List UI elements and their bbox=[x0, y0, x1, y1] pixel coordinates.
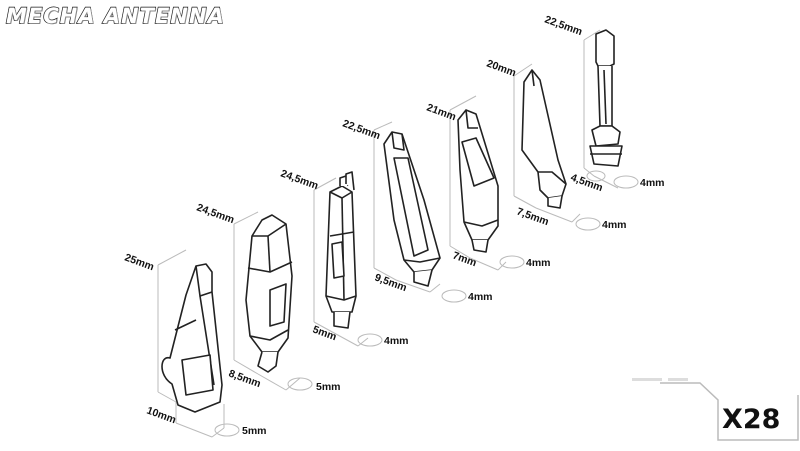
antenna-1-height-label: 25mm bbox=[123, 252, 156, 274]
antenna-1-dim-lines bbox=[157, 249, 240, 438]
antenna-2-width-label: 8,5mm bbox=[227, 368, 262, 391]
antenna-3-dim-lines bbox=[313, 177, 383, 347]
antenna-5-dim-lines bbox=[449, 95, 525, 271]
page-title: MECHA ANTENNA bbox=[5, 3, 225, 28]
antenna-5-peg-label: 4mm bbox=[526, 257, 551, 269]
antenna-3 bbox=[325, 171, 357, 329]
antenna-1 bbox=[161, 263, 223, 413]
antenna-6-height-label: 20mm bbox=[485, 58, 518, 80]
antenna-2 bbox=[245, 214, 293, 373]
antenna-4-peg-label: 4mm bbox=[468, 291, 493, 303]
antenna-1-peg-label: 5mm bbox=[242, 425, 267, 437]
corner-decoration bbox=[632, 378, 799, 441]
antenna-4-width-label: 9,5mm bbox=[373, 272, 408, 295]
antenna-7-dim-lines bbox=[583, 29, 639, 189]
antenna-5 bbox=[457, 109, 499, 253]
antenna-2-dim-lines bbox=[233, 211, 313, 391]
antenna-4-height-label: 22,5mm bbox=[341, 118, 382, 143]
antenna-5-height-label: 21mm bbox=[425, 102, 458, 124]
antenna-5-width-label: 7mm bbox=[451, 250, 478, 270]
antenna-7-peg-label: 4mm bbox=[640, 177, 665, 189]
antenna-6-peg-label: 4mm bbox=[602, 219, 627, 231]
antenna-2-height-label: 24,5mm bbox=[195, 202, 236, 227]
antenna-7-height-label: 22,5mm bbox=[543, 14, 584, 39]
antenna-7 bbox=[589, 29, 623, 167]
antenna-4-dim-lines bbox=[373, 121, 467, 303]
antenna-6 bbox=[521, 69, 567, 209]
antenna-1-width-label: 10mm bbox=[145, 405, 178, 427]
antenna-6-dim-lines bbox=[513, 63, 601, 231]
antenna-4 bbox=[383, 131, 441, 287]
antenna-3-height-label: 24,5mm bbox=[279, 168, 320, 193]
antenna-3-peg-label: 4mm bbox=[384, 335, 409, 347]
product-code-badge: X28 bbox=[722, 404, 781, 435]
antenna-6-width-label: 7,5mm bbox=[515, 206, 550, 229]
antenna-2-peg-label: 5mm bbox=[316, 381, 341, 393]
